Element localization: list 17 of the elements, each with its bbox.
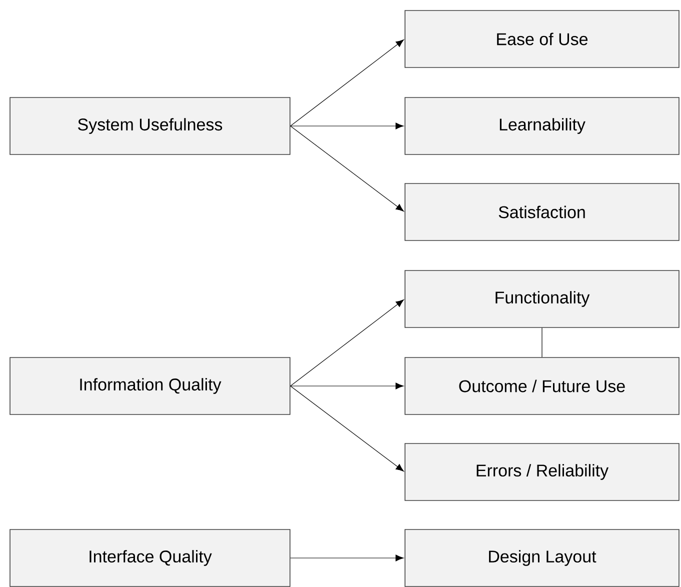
- label-box: Interface Quality: [10, 529, 290, 587]
- label-box: Learnability: [404, 97, 680, 155]
- arrow: [290, 386, 404, 472]
- label-box: System Usefulness: [10, 97, 290, 155]
- arrow: [290, 299, 404, 386]
- label-box: Satisfaction: [404, 183, 680, 241]
- arrow: [290, 39, 404, 126]
- arrow: [290, 126, 404, 212]
- label-box: Functionality: [404, 270, 680, 328]
- arrow: [290, 122, 404, 130]
- label-box: Ease of Use: [404, 10, 680, 68]
- label-box: Design Layout: [404, 529, 680, 587]
- label-box: Information Quality: [10, 357, 290, 415]
- label-box: Outcome / Future Use: [404, 357, 680, 415]
- arrow: [290, 554, 404, 562]
- arrow: [290, 382, 404, 390]
- label-box: Errors / Reliability: [404, 443, 680, 501]
